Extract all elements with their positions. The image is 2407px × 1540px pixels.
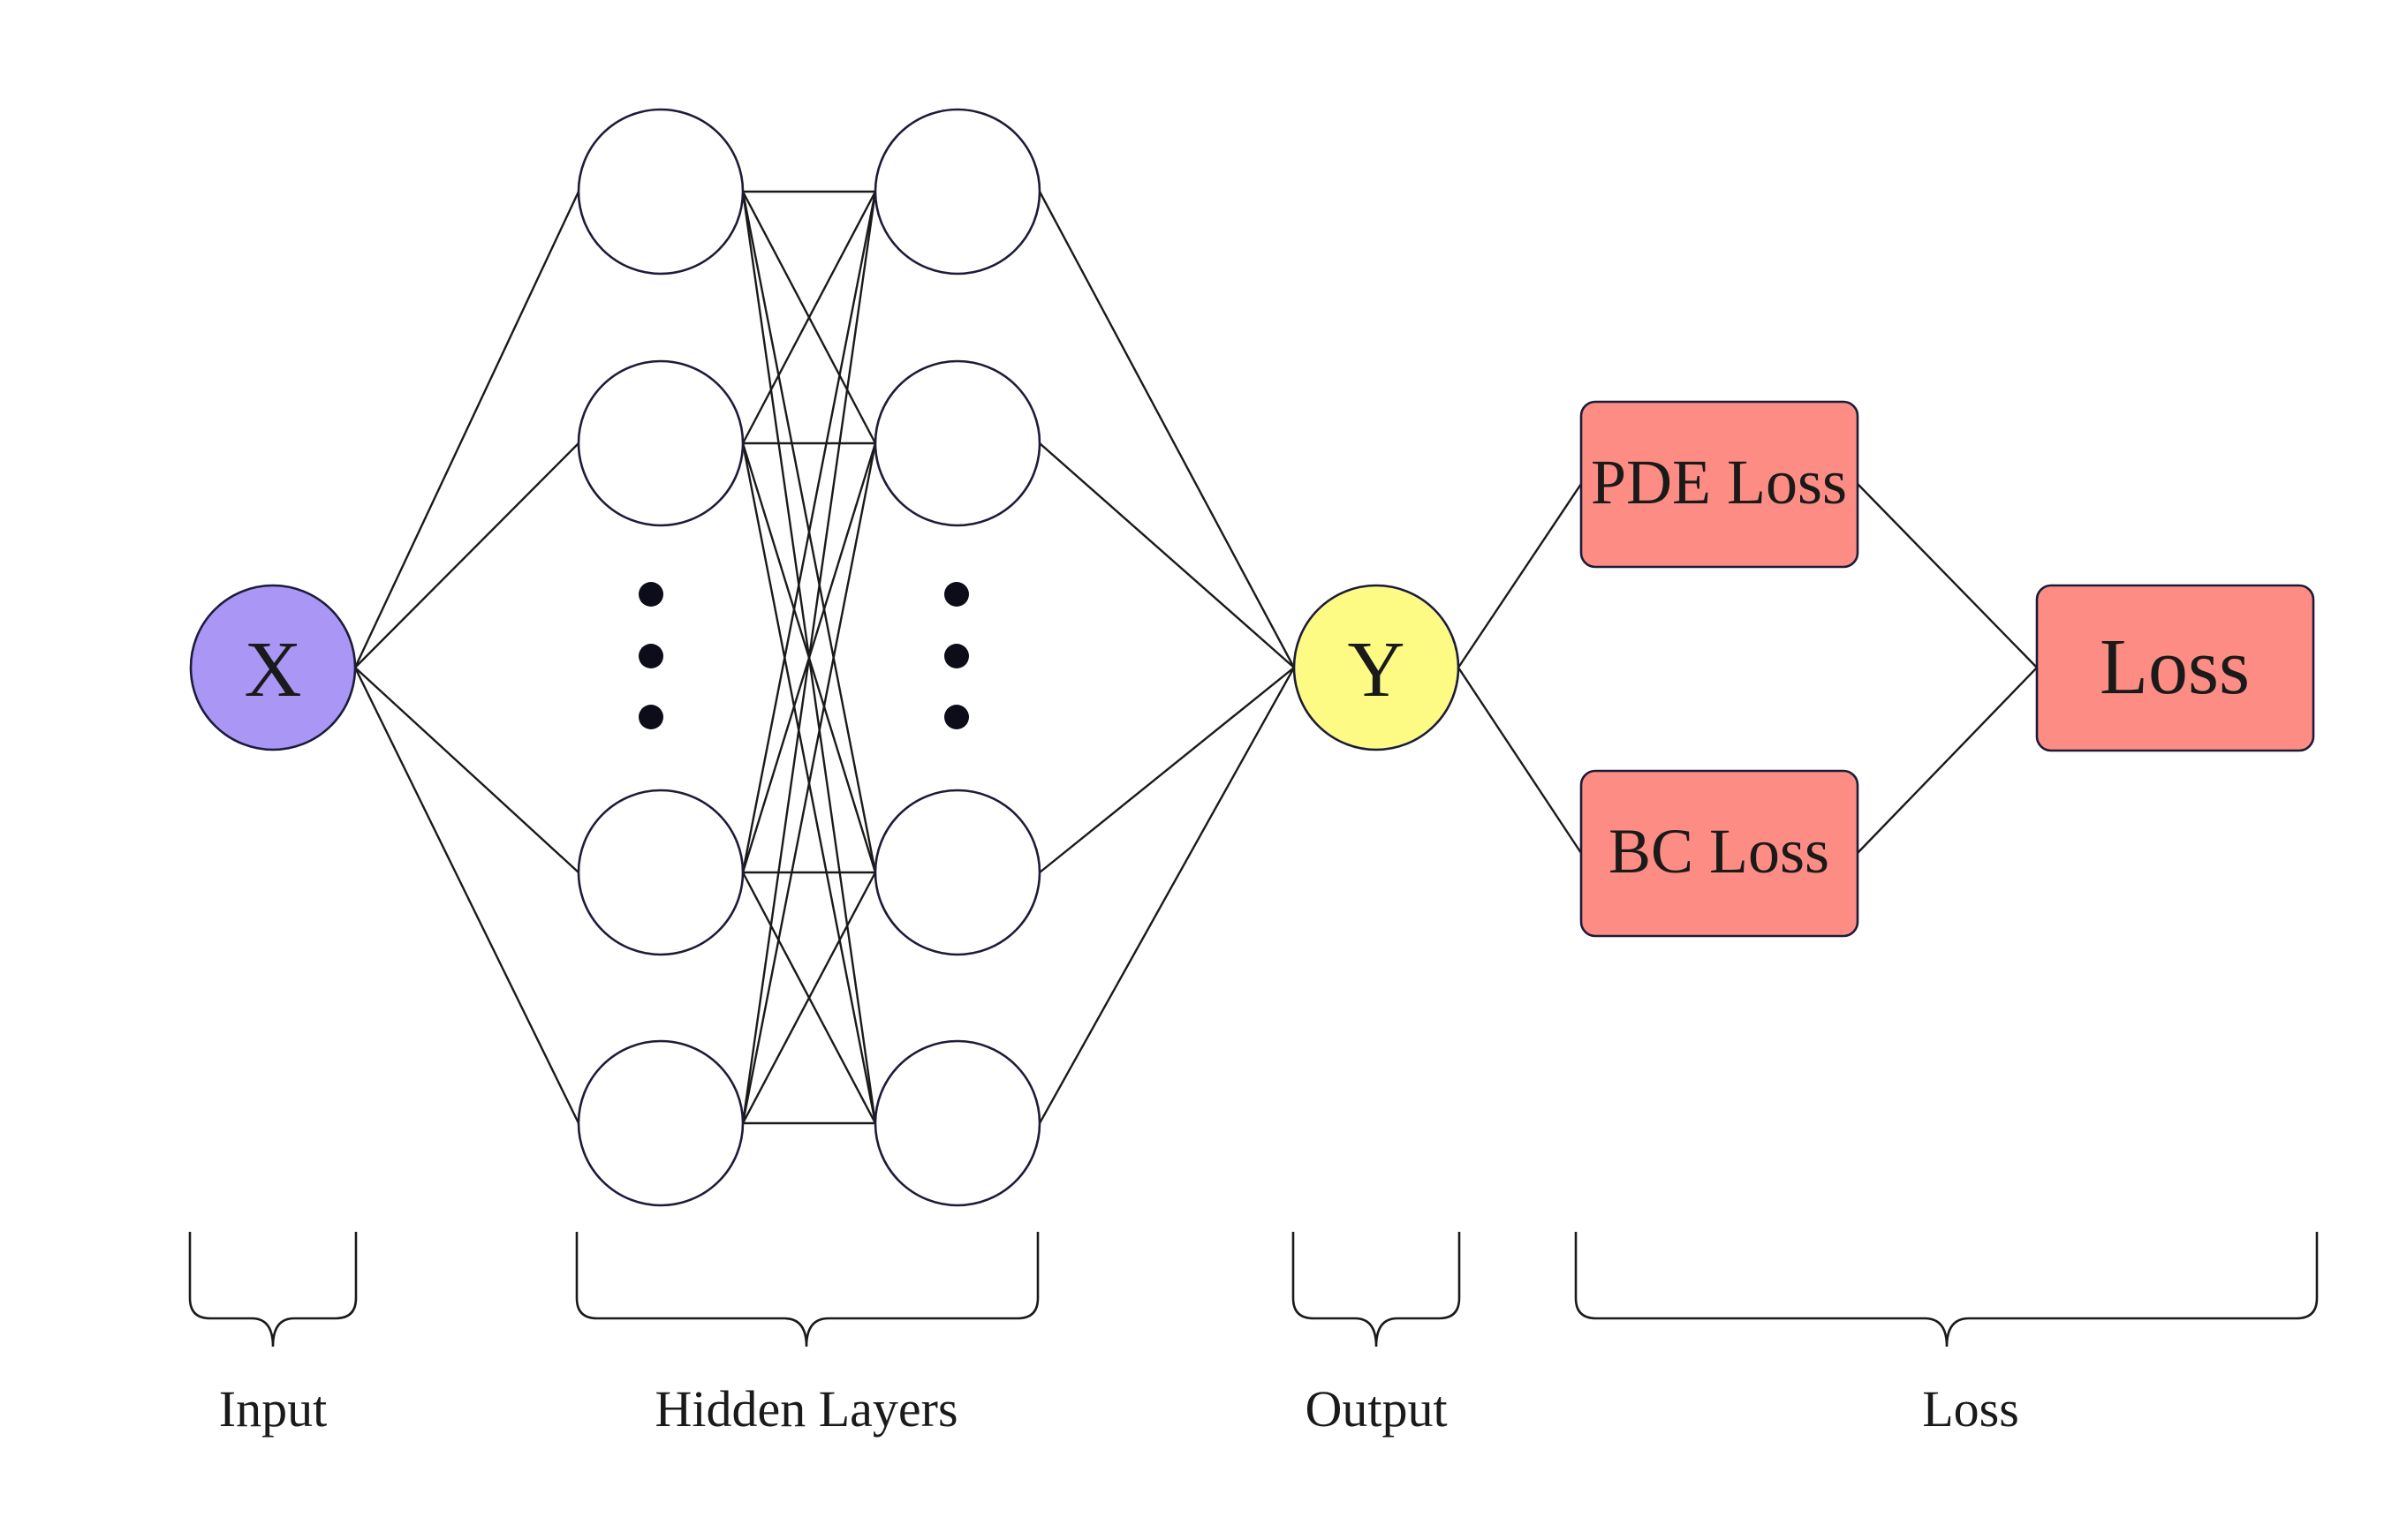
hidden-layers-brace — [575, 1232, 1040, 1348]
edge-pde-loss-to-total — [1857, 483, 2038, 668]
hidden-layer-1-neuron-2 — [577, 359, 745, 527]
edge-output-to-pde-loss — [1457, 483, 1582, 668]
pde-loss-label: PDE Loss — [1591, 447, 1847, 517]
edge-h1-4-to-h2-2 — [741, 442, 877, 1124]
hidden-layer-1-ellipsis — [639, 582, 663, 729]
edge-input-to-h1-1 — [353, 191, 580, 668]
hidden-layer-2-ellipsis — [944, 582, 969, 729]
edge-h1-4-to-h2-3 — [741, 872, 877, 1124]
hidden-layer-2-neuron-4 — [874, 1039, 1041, 1207]
input-brace — [188, 1232, 358, 1348]
edge-h1-3-to-h2-1 — [741, 191, 877, 873]
edge-h1-2-to-h2-1 — [741, 191, 877, 444]
input-caption: Input — [219, 1380, 327, 1438]
output-node-y — [1292, 584, 1460, 751]
output-brace — [1291, 1232, 1461, 1348]
output-node-label: Y — [1348, 626, 1405, 713]
edge-input-to-h1-2 — [354, 442, 579, 668]
input-node-label: X — [245, 626, 302, 713]
hidden-layer-1-neuron-4 — [577, 1039, 745, 1207]
edge-input-to-h1-4 — [353, 667, 580, 1124]
output-caption: Output — [1305, 1380, 1447, 1438]
total-loss-box — [2035, 584, 2315, 752]
edge-bc-loss-to-total — [1857, 667, 2038, 854]
edge-output-to-bc-loss — [1457, 667, 1583, 854]
edge-input-to-h1-3 — [354, 667, 579, 873]
hidden-layer-1-neuron-3 — [577, 789, 745, 956]
edge-h2-1-to-output — [1038, 191, 1296, 668]
total-loss-label: Loss — [2100, 623, 2250, 711]
bc-loss-box — [1579, 769, 1859, 938]
pde-loss-box — [1579, 400, 1859, 569]
loss-caption: Loss — [1922, 1380, 2019, 1438]
hidden-layers-caption: Hidden Layers — [655, 1380, 958, 1438]
bc-loss-label: BC Loss — [1608, 816, 1829, 887]
hidden-layer-2-neuron-3 — [874, 789, 1041, 956]
input-node-x — [189, 584, 357, 751]
edge-h2-3-to-output — [1039, 667, 1295, 873]
hidden-layer-2-neuron-2 — [874, 359, 1041, 527]
hidden-layer-1-neuron-1 — [577, 108, 745, 276]
edge-h2-2-to-output — [1039, 442, 1295, 668]
hidden-layer-2-neuron-1 — [874, 108, 1041, 276]
connection-lines — [353, 190, 2038, 1125]
edge-h2-4-to-output — [1038, 667, 1296, 1124]
edge-h1-4-to-h2-1 — [741, 191, 877, 1124]
loss-brace — [1574, 1232, 2319, 1348]
